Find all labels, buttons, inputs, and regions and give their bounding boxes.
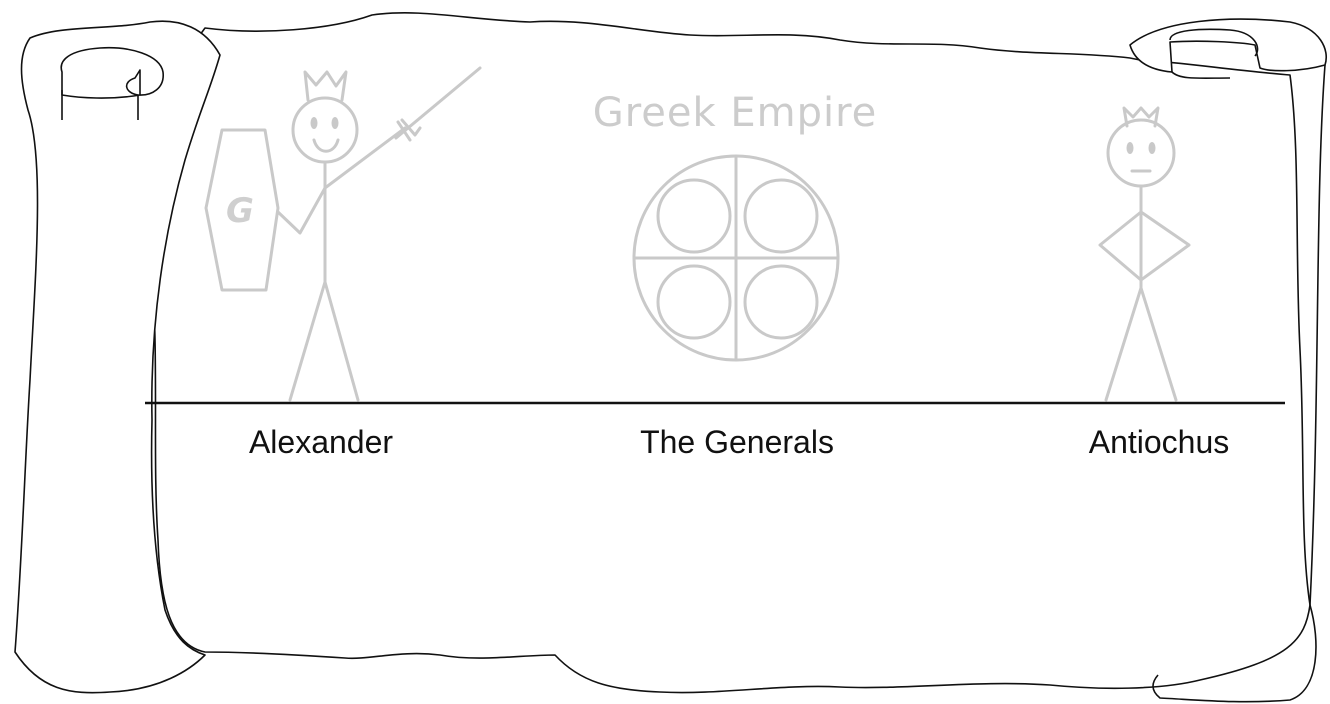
right-eye-icon bbox=[1149, 142, 1156, 154]
right-scroll-roll bbox=[1130, 19, 1326, 72]
left-eye-icon bbox=[311, 117, 318, 129]
diagram-title: Greek Empire bbox=[593, 90, 878, 136]
timeline-label-generals: The Generals bbox=[640, 424, 834, 461]
right-eye-icon bbox=[332, 117, 339, 129]
timeline-label-alexander: Alexander bbox=[249, 424, 393, 461]
shield-letter: G bbox=[226, 191, 254, 231]
left-scroll-curl bbox=[61, 48, 163, 98]
timeline-label-antiochus: Antiochus bbox=[1089, 424, 1230, 461]
divided-circle-icon bbox=[634, 156, 838, 360]
left-eye-icon bbox=[1127, 142, 1134, 154]
